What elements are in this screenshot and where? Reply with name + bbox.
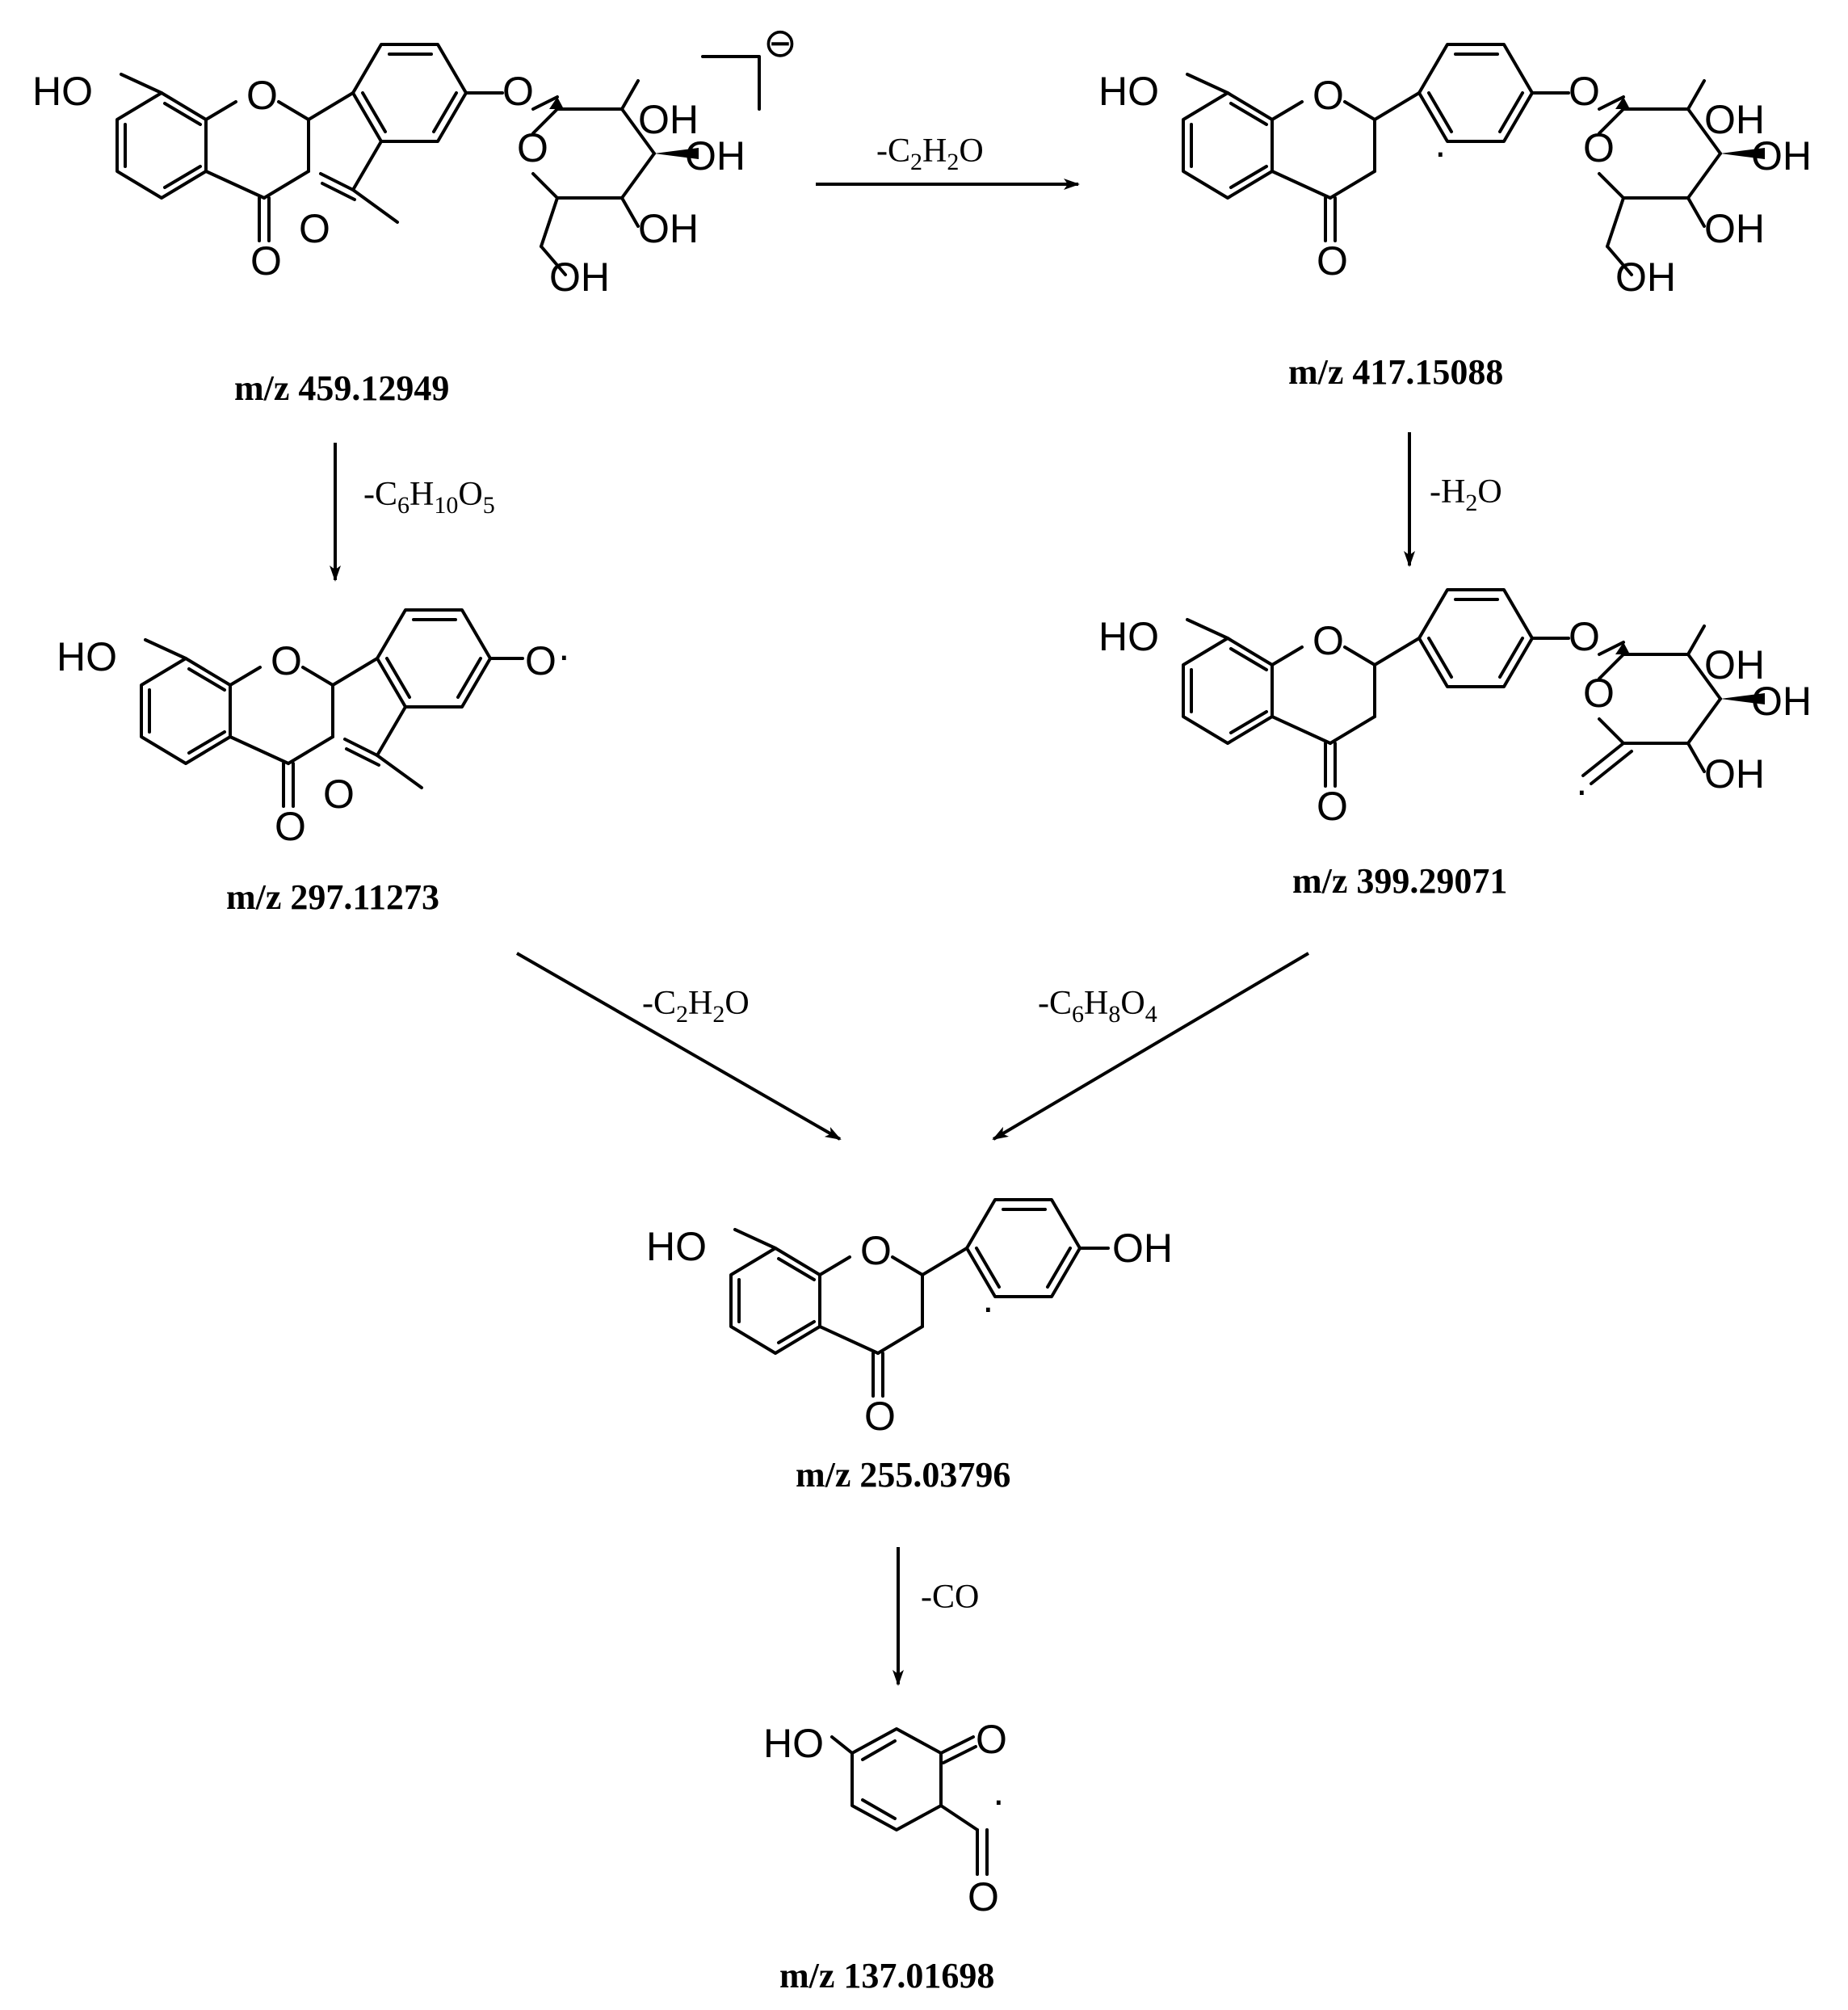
carbonyl-oxygen-label: O	[1317, 784, 1348, 829]
neutral-loss-label: -C6H8O4	[1038, 985, 1157, 1028]
mz-label: m/z 255.03796	[796, 1455, 1010, 1495]
radical-dot: ·	[1434, 129, 1447, 175]
neutral-loss-label: -H2O	[1430, 473, 1502, 516]
carbonyl-oxygen-label: O	[976, 1717, 1007, 1762]
hydroxyl-label: HO	[763, 1721, 824, 1766]
mz-label: m/z 137.01698	[779, 1956, 994, 1995]
hydroxyl-label: OH	[549, 254, 610, 300]
hydroxyl-label: HO	[32, 69, 93, 114]
sugar-ring-oxygen-label: O	[517, 125, 548, 170]
ring-oxygen-label: O	[1312, 618, 1344, 663]
carbonyl-oxygen-label: O	[1317, 238, 1348, 284]
hydroxyl-label: HO	[1098, 614, 1159, 659]
compound-459: HO O O O O	[32, 20, 797, 408]
negative-charge-symbol: ⊖	[763, 20, 797, 65]
radical-dot: ·	[1575, 767, 1589, 813]
radical-dot: ·	[981, 1285, 995, 1330]
hydroxyl-label: OH	[1751, 133, 1812, 179]
radical-dot: ·	[557, 633, 571, 678]
neutral-loss-label: -CO	[921, 1579, 979, 1616]
hydroxyl-label: OH	[1704, 97, 1765, 142]
phenoxy-oxygen-label: O	[525, 638, 556, 683]
ring-oxygen-label: O	[246, 73, 278, 118]
glycosidic-oxygen-label: O	[502, 69, 534, 114]
ring-oxygen-label: O	[860, 1228, 892, 1273]
hydroxyl-label: OH	[1704, 642, 1765, 688]
mz-label: m/z 459.12949	[234, 368, 449, 408]
compound-399: HO O O O O OH OH OH	[1098, 588, 1812, 901]
hydroxyl-label: OH	[1704, 206, 1765, 251]
hydroxyl-label: OH	[1615, 254, 1676, 300]
ring-oxygen-label: O	[271, 638, 302, 683]
carbonyl-oxygen-label: O	[250, 238, 282, 284]
hydroxyl-label: OH	[1704, 751, 1765, 797]
compound-137: HO O · O m/z 137.01698	[763, 1717, 1007, 1995]
glycosidic-oxygen-label: O	[1569, 69, 1600, 114]
mz-label: m/z 399.29071	[1292, 861, 1507, 901]
hydroxyl-label: HO	[57, 634, 117, 679]
neutral-loss-label: -C2H2O	[876, 132, 984, 175]
aldehyde-oxygen-label: O	[968, 1874, 999, 1920]
acetyl-oxygen-label: O	[299, 206, 330, 251]
neutral-loss-label: -C2H2O	[642, 985, 750, 1028]
radical-dot: ·	[992, 1777, 1006, 1823]
mz-label: m/z 417.15088	[1288, 352, 1503, 392]
hydroxyl-label: OH	[1751, 679, 1812, 724]
compound-255: HO O O · OH m/z 255.03796	[646, 1198, 1173, 1495]
hydroxyl-label: OH	[1112, 1226, 1173, 1271]
glycosidic-oxygen-label: O	[1569, 614, 1600, 659]
hydroxyl-label: OH	[638, 97, 699, 142]
neutral-loss-label: -C6H10O5	[363, 476, 495, 519]
reaction-arrow	[516, 952, 842, 1141]
compound-297: HO O O O O · m/z 297.11273	[57, 608, 571, 917]
hydroxyl-label: HO	[646, 1224, 707, 1269]
ring-oxygen-label: O	[1312, 73, 1344, 118]
hydroxyl-label: HO	[1098, 69, 1159, 114]
compound-417: HO O O · O O OH OH O	[1098, 43, 1812, 392]
carbonyl-oxygen-label: O	[275, 804, 306, 849]
sugar-ring-oxygen-label: O	[1583, 125, 1615, 170]
hydroxyl-label: OH	[685, 133, 746, 179]
hydroxyl-label: OH	[638, 206, 699, 251]
acetyl-oxygen-label: O	[323, 772, 355, 817]
carbonyl-oxygen-label: O	[864, 1394, 896, 1439]
sugar-ring-oxygen-label: O	[1583, 671, 1615, 716]
reaction-arrow	[992, 952, 1310, 1141]
mz-label: m/z 297.11273	[226, 877, 439, 917]
